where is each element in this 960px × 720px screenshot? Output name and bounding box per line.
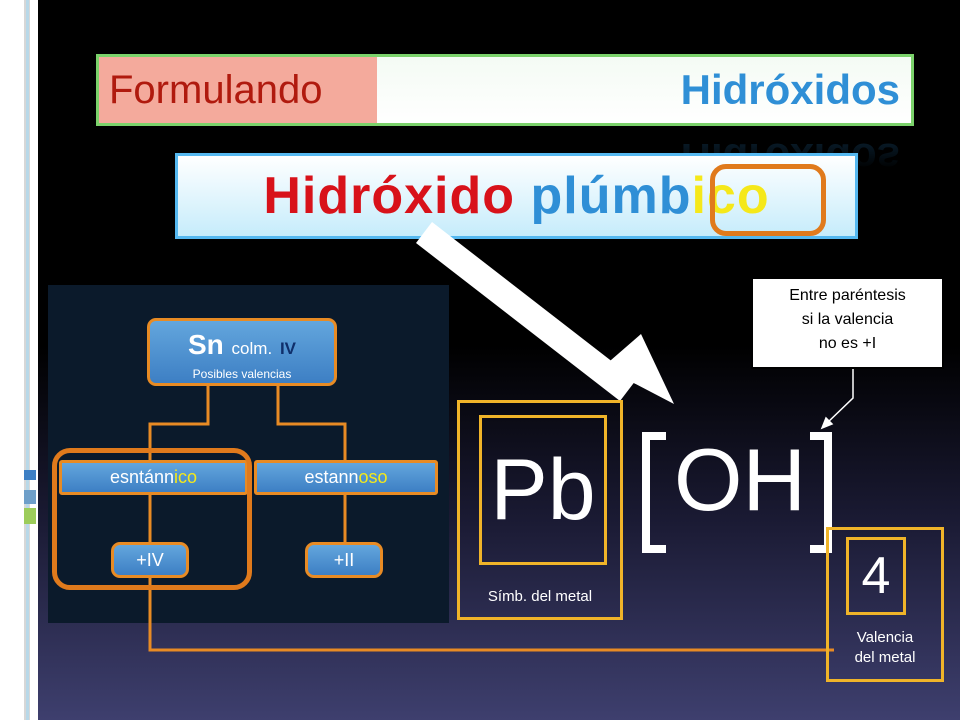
note-pointer-head	[820, 416, 834, 430]
note-line-2: si la valencia	[801, 311, 894, 328]
title-left: Formulando	[99, 57, 377, 123]
metal-symbol: Pb	[490, 442, 596, 538]
note-line-1: Entre paréntesis	[789, 287, 906, 304]
subtitle-text: Hidróxido plúmbico	[175, 153, 858, 239]
subtitle-word-suffix: ico	[691, 167, 770, 225]
branch-oso-stem: estann	[304, 467, 359, 487]
subscript-value: 4	[861, 547, 891, 605]
big-arrow	[416, 222, 674, 404]
metal-symbol-label: Símb. del metal	[487, 588, 593, 605]
deco-square-3	[24, 508, 36, 524]
tree-branch-oso: estannoso	[254, 460, 438, 495]
note-pointer-line	[825, 369, 854, 425]
parenthesis-note: Entre paréntesis si la valencia no es +I	[751, 277, 944, 369]
tree-root-col-label: colm.	[231, 339, 273, 358]
note-line-3: no es +I	[818, 335, 877, 352]
big-arrow-head	[603, 334, 674, 404]
valence-node-ii: +II	[305, 542, 383, 578]
hydroxide-group: OH	[674, 430, 806, 529]
branch-ico-stem: esntánn	[109, 467, 175, 487]
subscript-box	[826, 527, 944, 682]
valence-node-iv: +IV	[111, 542, 189, 578]
big-arrow-shaft	[416, 222, 636, 401]
left-white-strip	[0, 0, 38, 720]
suffix-highlight	[710, 164, 826, 236]
branch-oso-suffix: oso	[358, 467, 388, 487]
tree-root-title: Sn colm. IV	[150, 329, 334, 365]
title-right: Hidróxidos	[680, 66, 900, 113]
tree-root-symbol: Sn	[187, 329, 224, 360]
deco-square-2	[24, 490, 36, 504]
tree-branch-ico: esntánnico	[59, 460, 248, 495]
subtitle-word-hidroxido: Hidróxido	[263, 167, 516, 225]
subscript-label-line-2: del metal	[854, 649, 916, 666]
subtitle-word-stem: plúmb	[530, 167, 692, 225]
left-decoration-bars	[24, 0, 36, 720]
subscript-label-line-1: Valencia	[856, 629, 914, 646]
deco-square-1	[24, 470, 36, 480]
metal-symbol-inner-box	[479, 415, 607, 565]
tree-root-caption: Posibles valencias	[192, 367, 292, 381]
ico-branch-highlight	[52, 448, 252, 590]
tree-root-col-value: IV	[279, 339, 297, 358]
metal-symbol-box	[457, 400, 623, 620]
subscript-inner-box	[846, 537, 906, 615]
subscript-label: Valencia del metal	[826, 628, 944, 668]
branch-ico-suffix: ico	[174, 467, 198, 487]
tree-root-node: Sn colm. IV Posibles valencias	[147, 318, 337, 386]
deco-bar-blue	[26, 0, 29, 720]
